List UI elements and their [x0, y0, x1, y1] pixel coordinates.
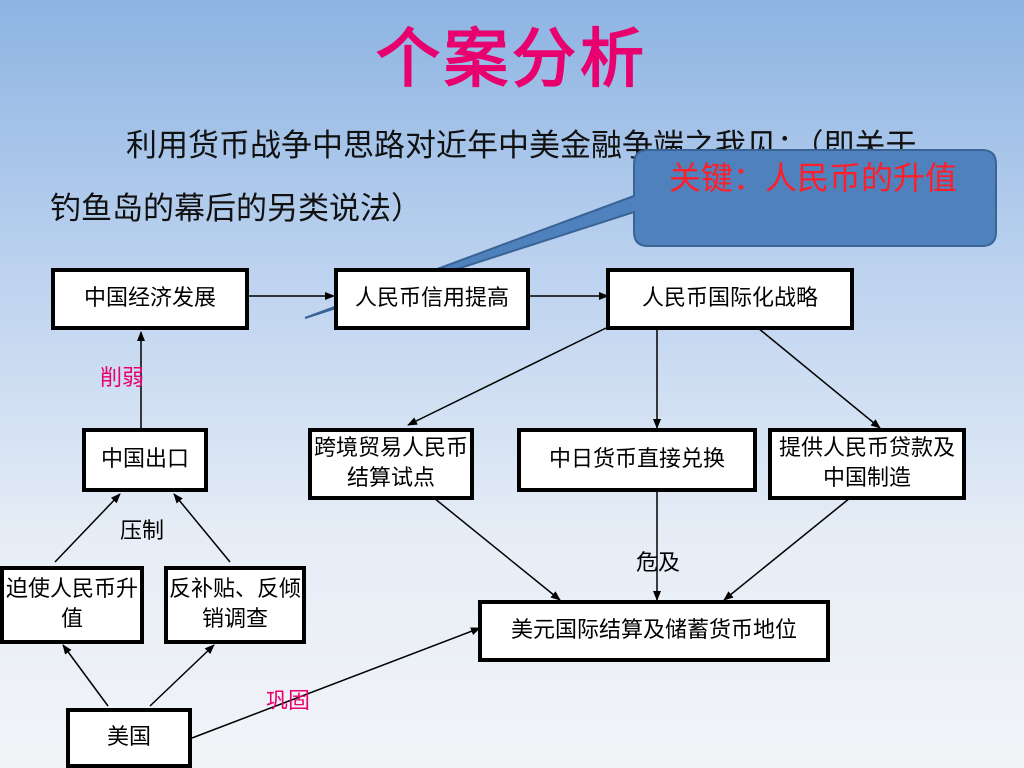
arrow-anti-to-export — [173, 493, 231, 563]
node-china-export: 中国出口 — [82, 428, 208, 492]
label-endanger: 危及 — [636, 551, 681, 576]
node-china-economy: 中国经济发展 — [51, 268, 249, 330]
callout-shape — [304, 149, 997, 319]
node-rmb-internationalization: 人民币国际化战略 — [606, 268, 854, 330]
node-usa: 美国 — [66, 708, 192, 768]
arrow-usa-to-force — [62, 644, 109, 707]
node-force-rmb-appreciation: 迫使人民币升值 — [0, 566, 144, 644]
intro-line-2: 钓鱼岛的幕后的另类说法） — [50, 191, 422, 227]
page-title: 个案分析 — [376, 23, 648, 97]
node-rmb-credit: 人民币信用提高 — [334, 268, 530, 330]
node-cross-border-settlement: 跨境贸易人民币结算试点 — [308, 428, 474, 500]
arrow-force-to-export — [54, 493, 121, 563]
label-consolidate: 巩固 — [266, 689, 311, 714]
callout-text: 关键：人民币的升值 — [668, 159, 957, 197]
node-usd-status: 美元国际结算及储蓄货币地位 — [478, 600, 830, 662]
node-cn-jp-exchange: 中日货币直接兑换 — [517, 428, 757, 492]
arrow-usa-to-anti — [149, 644, 215, 707]
node-anti-subsidy: 反补贴、反倾销调查 — [164, 566, 306, 644]
label-weaken: 削弱 — [100, 366, 145, 391]
arrow-intl-to-crossborder — [407, 327, 607, 426]
label-suppress: 压制 — [120, 519, 165, 544]
arrow-crossborder-to-usd — [433, 497, 561, 601]
arrow-intl-to-loans — [757, 327, 881, 429]
arrow-usa-to-usd — [191, 627, 481, 739]
node-rmb-loans: 提供人民币贷款及中国制造 — [768, 428, 966, 500]
arrow-loans-to-usd — [723, 497, 851, 601]
